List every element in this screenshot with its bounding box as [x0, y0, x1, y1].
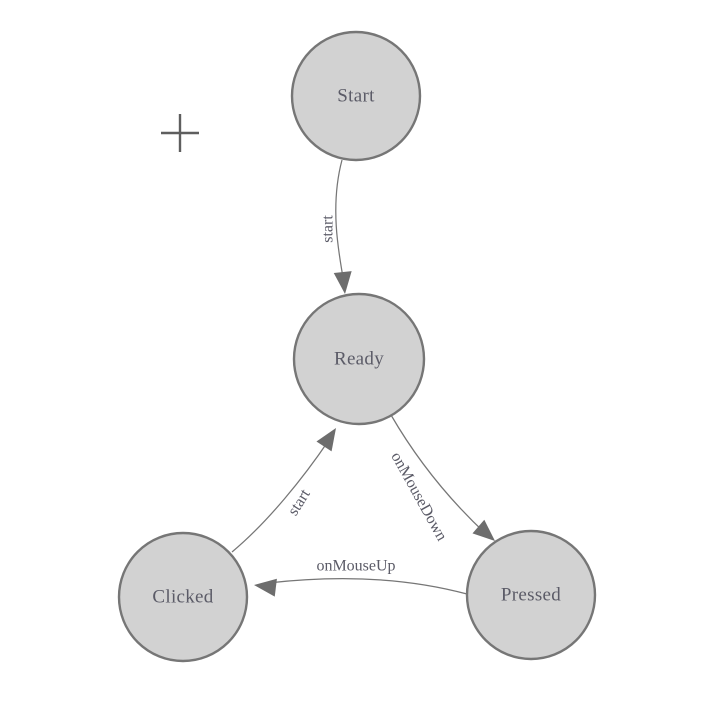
- arrowhead-icon: [316, 428, 336, 452]
- node-pressed[interactable]: Pressed: [465, 529, 597, 661]
- node-circle[interactable]: [292, 292, 426, 426]
- node-start[interactable]: Start: [290, 30, 422, 162]
- node-circle[interactable]: [290, 30, 422, 162]
- arrowhead-icon: [333, 271, 352, 294]
- edge-ready-to-pressed[interactable]: onMouseDown: [387, 414, 495, 544]
- node-ready[interactable]: Ready: [292, 292, 426, 426]
- arrowhead-icon: [472, 519, 495, 541]
- edge-label: start: [285, 486, 314, 519]
- node-circle[interactable]: [465, 529, 597, 661]
- edge-start-to-ready[interactable]: start: [320, 159, 352, 294]
- cursor-layer: [161, 114, 199, 152]
- crosshair-cursor: [161, 114, 199, 152]
- edge-line: [335, 159, 345, 284]
- edge-clicked-to-ready[interactable]: start: [231, 428, 336, 553]
- edge-line: [231, 439, 330, 553]
- edge-pressed-to-clicked[interactable]: onMouseUp: [254, 558, 468, 597]
- edge-label: start: [320, 215, 337, 243]
- node-label: Ready: [334, 348, 384, 369]
- edge-label: onMouseUp: [316, 558, 395, 575]
- node-label: Start: [337, 85, 375, 106]
- edge-label: onMouseDown: [387, 449, 450, 544]
- node-circle[interactable]: [117, 531, 249, 663]
- node-label: Clicked: [152, 586, 213, 607]
- arrowhead-icon: [254, 578, 277, 597]
- node-label: Pressed: [501, 584, 561, 605]
- edge-line: [267, 578, 468, 595]
- edge-line: [390, 414, 487, 535]
- node-clicked[interactable]: Clicked: [117, 531, 249, 663]
